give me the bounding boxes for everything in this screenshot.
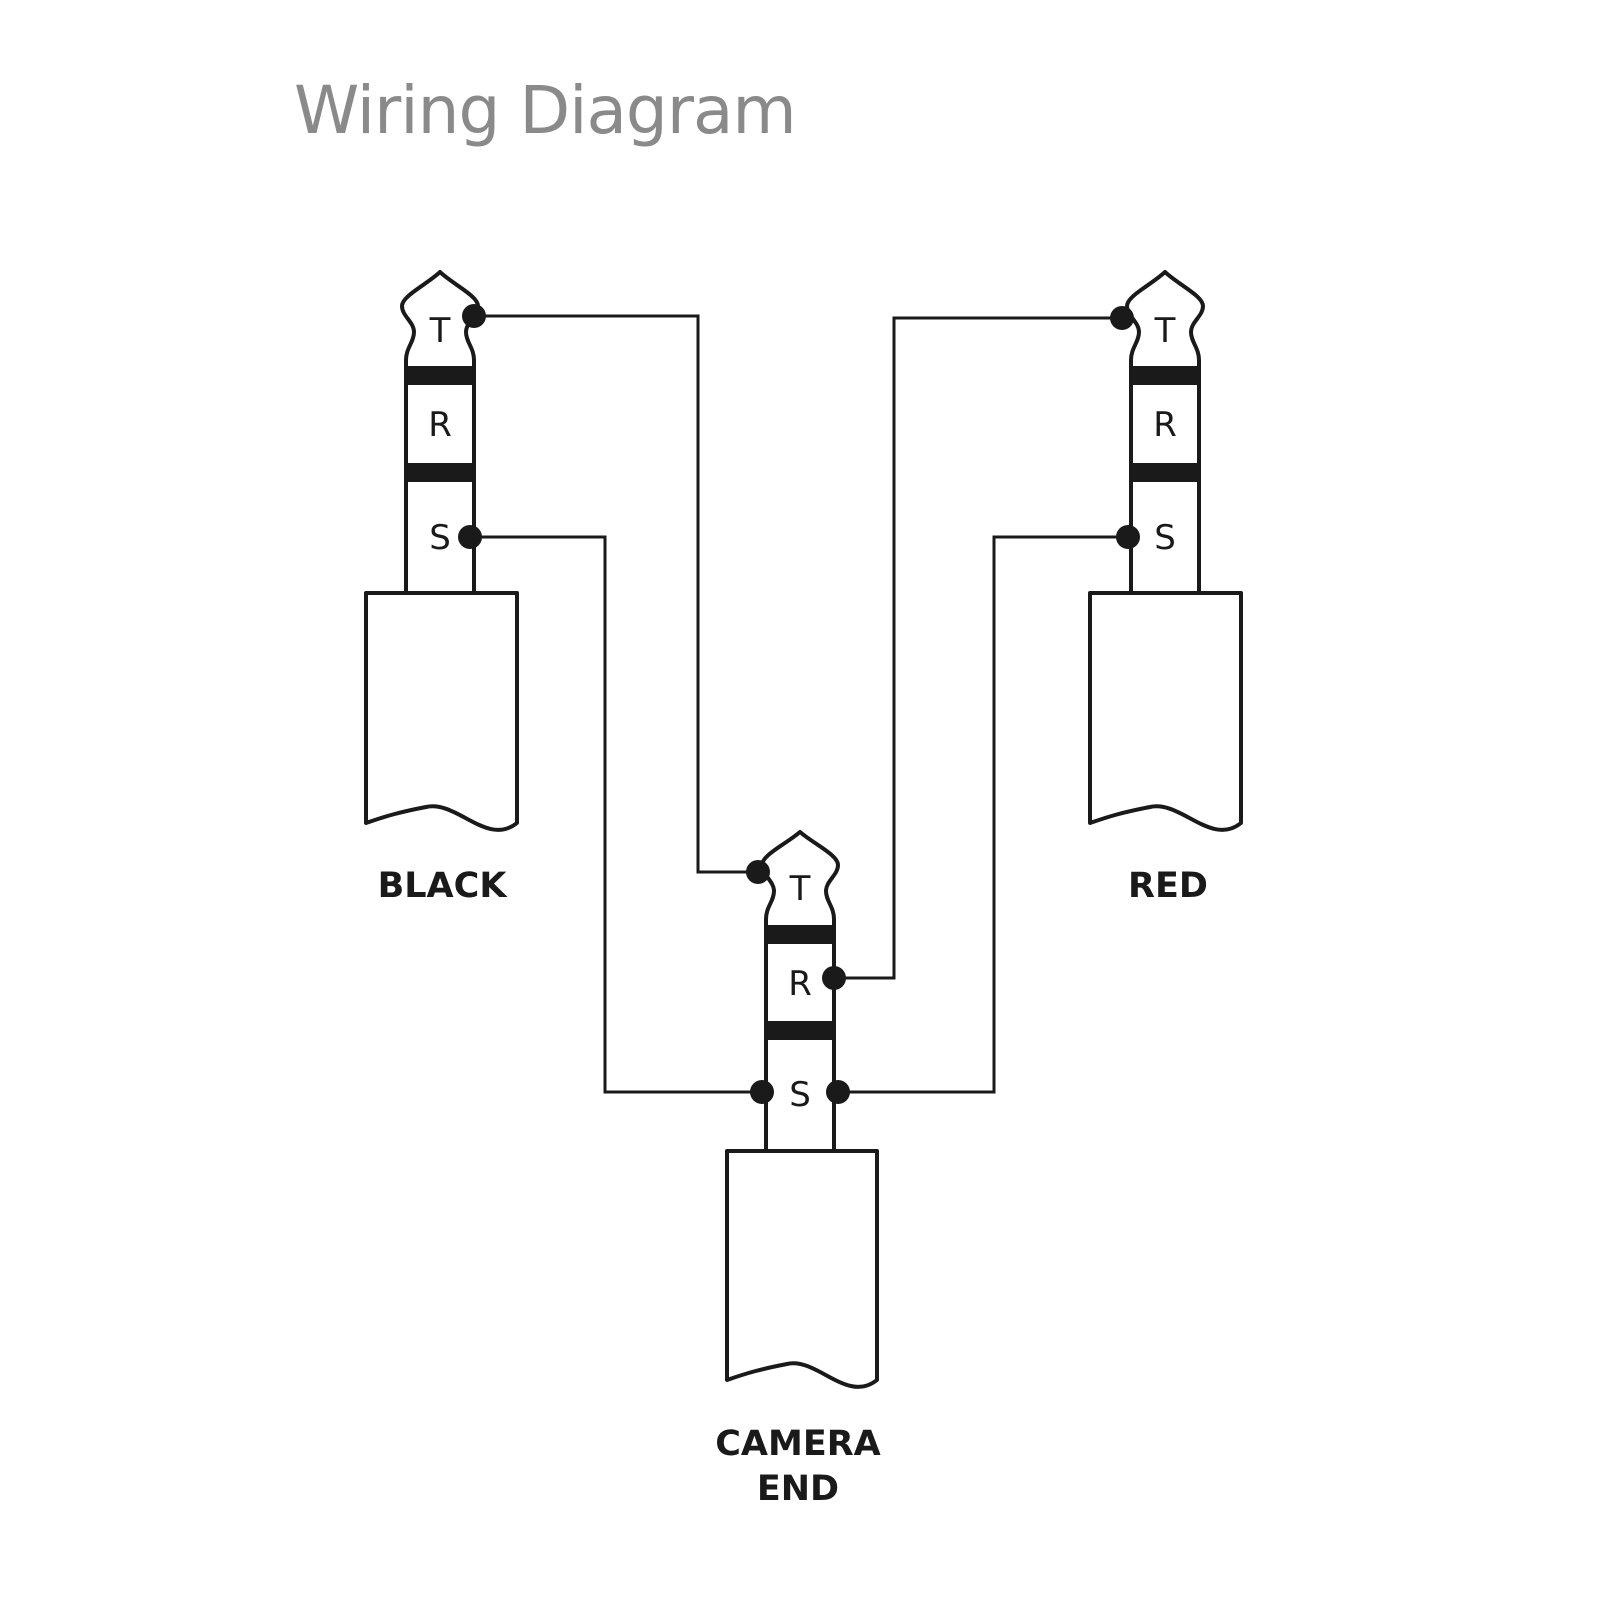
wire-red-sleeve-to-camera-sleeve	[838, 535, 1128, 1094]
plug-red-band-1	[1129, 366, 1201, 385]
plug-red: T R S RED	[1088, 270, 1243, 906]
wire-red-tip-to-camera-ring	[834, 316, 1122, 980]
plug-red-tip-terminal	[1110, 306, 1134, 330]
plug-black-band-2	[404, 463, 476, 482]
plug-red-pin-t: T	[1154, 311, 1176, 351]
plug-camera-sleeve-terminal-left	[750, 1080, 774, 1104]
plug-camera-band-2	[764, 1021, 836, 1040]
plug-camera-band-1	[764, 925, 836, 944]
plug-camera-cable-jacket	[725, 1149, 879, 1389]
plug-camera: T R S CAMERA END	[715, 830, 881, 1509]
plug-camera-pin-r: R	[788, 964, 812, 1004]
plug-camera-pin-t: T	[789, 869, 811, 909]
plug-camera-label-line-2: END	[757, 1469, 839, 1509]
plug-camera-pin-s: S	[789, 1075, 811, 1115]
plug-black-pin-s: S	[429, 518, 451, 558]
page-title: Wiring Diagram	[294, 72, 797, 149]
plug-black-label: BLACK	[378, 866, 509, 906]
plug-red-tip	[1125, 270, 1205, 368]
plug-red-cable-jacket	[1088, 591, 1243, 832]
wire-black-tip-to-camera-tip	[472, 314, 758, 874]
plug-red-sleeve-terminal	[1116, 525, 1140, 549]
plug-camera-ring-terminal	[822, 966, 846, 990]
plug-red-pin-s: S	[1154, 518, 1176, 558]
wire-black-sleeve-to-camera-sleeve	[470, 535, 762, 1094]
plug-camera-label-line-1: CAMERA	[715, 1424, 881, 1464]
plug-black-tip-terminal	[462, 304, 486, 328]
plug-red-band-2	[1129, 463, 1201, 482]
plug-black-band-1	[404, 366, 476, 385]
plug-black-pin-r: R	[428, 405, 452, 445]
plug-black-tip	[400, 270, 480, 368]
plug-camera-tip	[760, 830, 840, 927]
plug-black: T R S BLACK	[364, 270, 519, 906]
wires	[470, 314, 1128, 1094]
plug-black-cable-jacket	[364, 591, 519, 832]
plug-red-label: RED	[1128, 866, 1208, 906]
plug-black-sleeve-terminal	[458, 525, 482, 549]
plug-red-pin-r: R	[1153, 405, 1177, 445]
plug-camera-tip-terminal	[746, 860, 770, 884]
plug-camera-sleeve-terminal-right	[826, 1080, 850, 1104]
plug-black-pin-t: T	[429, 311, 451, 351]
